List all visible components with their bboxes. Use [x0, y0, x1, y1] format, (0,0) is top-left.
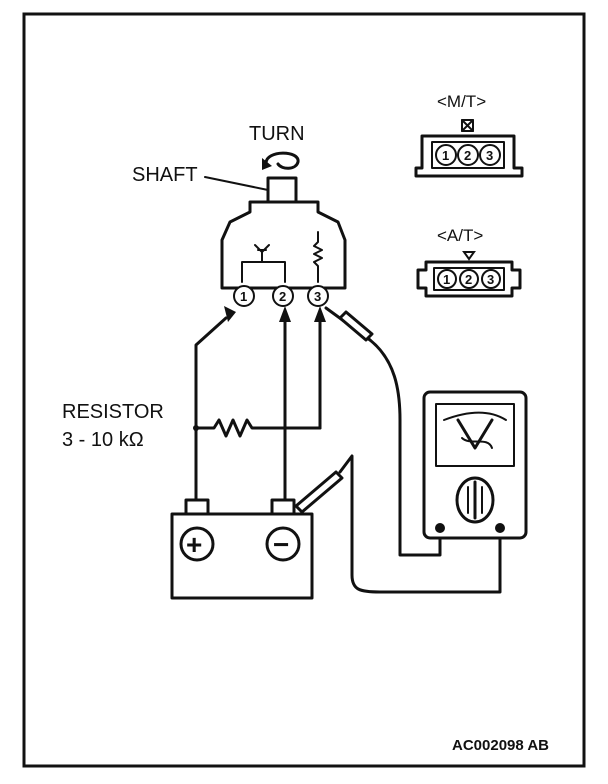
at-label: <A/T>: [437, 226, 483, 245]
svg-text:1: 1: [240, 289, 247, 304]
wire-voltmeter-negative: [338, 454, 502, 594]
wire-terminal1-battery-positive: [194, 316, 228, 507]
sensor-terminal-3: 3: [307, 285, 329, 307]
probe-arrow-terminal2: [279, 306, 291, 322]
svg-text:3: 3: [486, 148, 493, 163]
x-box-latch-icon: [461, 119, 474, 132]
svg-text:1: 1: [443, 272, 450, 287]
wire-voltmeter-positive: [368, 338, 442, 557]
sensor-switch-symbol: [241, 244, 286, 283]
battery-negative-terminal-icon: [265, 526, 301, 562]
battery: + −: [170, 498, 314, 600]
voltmeter-probe-negative-tip: [294, 470, 344, 514]
figure-frame: [22, 12, 586, 768]
svg-text:3: 3: [487, 272, 494, 287]
mt-label: <M/T>: [437, 92, 486, 111]
rotate-arrow-icon: [262, 151, 300, 170]
svg-text:3: 3: [314, 289, 321, 304]
shaft-label: SHAFT: [132, 164, 198, 186]
sensor-shaft: [266, 176, 298, 204]
resistor-label: RESISTOR: [62, 401, 164, 423]
figure-code: AC002098 AB: [452, 737, 549, 754]
turn-label: TURN: [249, 123, 305, 145]
analog-voltmeter-icon: [422, 390, 528, 540]
resistor-zigzag-icon: [194, 418, 322, 438]
mt-connector: 1 2 3: [414, 134, 524, 178]
sensor-terminal-1: 1: [233, 285, 255, 307]
svg-text:2: 2: [279, 289, 286, 304]
voltmeter-probe-positive-tip: [338, 310, 374, 342]
at-connector: 1 2 3: [416, 260, 522, 298]
resistance-value: 3 - 10 kΩ: [62, 429, 144, 451]
junction-dot: [193, 425, 199, 431]
battery-positive-terminal-icon: [179, 526, 215, 562]
sensor-terminal-2: 2: [272, 285, 294, 307]
probe-arrow-terminal1: [224, 306, 236, 322]
sensor-body: [220, 200, 347, 290]
svg-text:2: 2: [464, 148, 471, 163]
triangle-latch-icon: [462, 251, 476, 261]
shaft-leader-line: [204, 176, 269, 191]
svg-text:1: 1: [442, 148, 449, 163]
battery-negative-symbol: −: [273, 529, 289, 560]
battery-positive-symbol: +: [186, 529, 202, 560]
probe-arrow-terminal3: [314, 306, 326, 322]
svg-text:2: 2: [465, 272, 472, 287]
sensor-internal-resistor-icon: [313, 231, 323, 283]
